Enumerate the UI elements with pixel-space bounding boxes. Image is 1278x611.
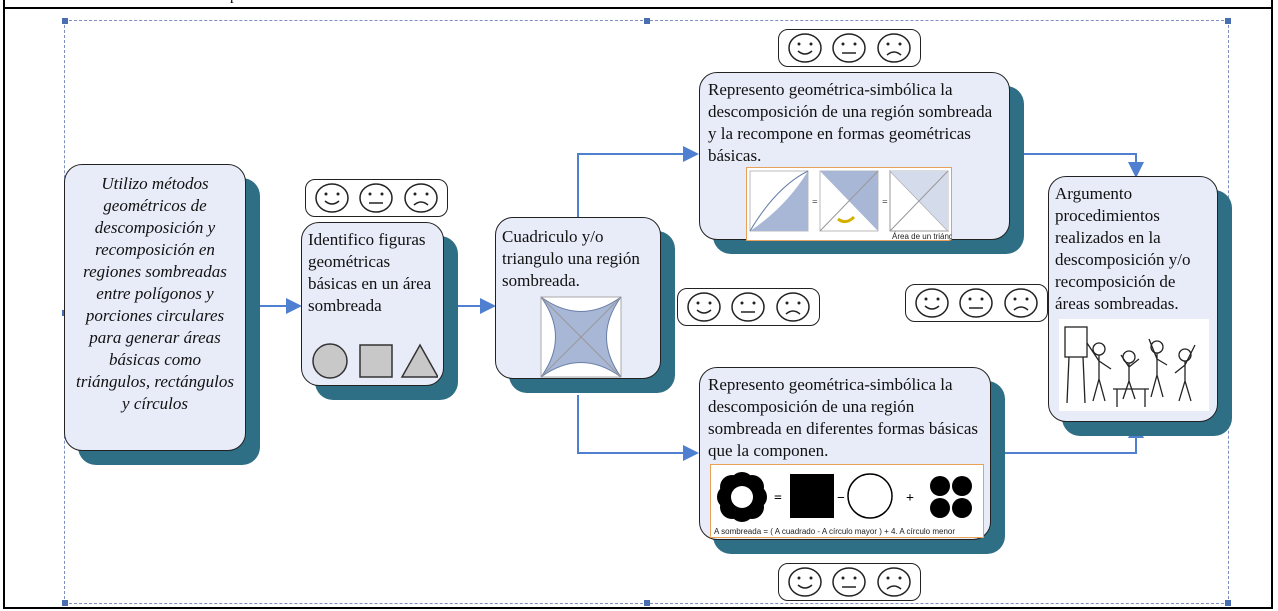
svg-text:=: = (882, 197, 888, 208)
rating-faces-identify[interactable] (305, 179, 448, 217)
top-branch-node[interactable]: Represento geométrica-simbólica la desco… (699, 72, 1010, 241)
shaded-region-figure (540, 296, 622, 378)
arrow-grid-to-bottom (577, 395, 699, 461)
circle-decomposition-caption: A sombreada = ( A cuadrado - A círculo m… (714, 527, 955, 536)
final-node[interactable]: Argumento procedimientos realizados en l… (1048, 176, 1218, 422)
neutral-face-icon[interactable] (729, 291, 767, 323)
sad-face-icon[interactable] (774, 291, 812, 323)
resize-handle-mr[interactable] (1225, 310, 1231, 316)
start-node-text: Utilizo métodos geométricos de descompos… (75, 174, 235, 413)
happy-face-icon[interactable] (786, 32, 824, 64)
happy-face-icon[interactable] (786, 566, 824, 598)
page-frame (3, 0, 1273, 609)
happy-face-icon[interactable] (685, 291, 723, 323)
bottom-branch-text: Represento geométrica-simbólica la desco… (708, 375, 978, 460)
rating-faces-top[interactable] (778, 29, 921, 67)
sad-face-icon[interactable] (1002, 287, 1040, 319)
top-branch-text: Represento geométrica-simbólica la desco… (708, 80, 993, 165)
neutral-face-icon[interactable] (357, 182, 395, 214)
start-node[interactable]: Utilizo métodos geométricos de descompos… (64, 164, 246, 451)
identify-node-text: Identifico figuras geométricas básicas e… (308, 230, 432, 315)
happy-face-icon[interactable] (313, 182, 351, 214)
resize-handle-br[interactable] (1225, 600, 1231, 606)
resize-handle-tr[interactable] (1225, 18, 1231, 24)
neutral-face-icon[interactable] (830, 32, 868, 64)
resize-handle-bl[interactable] (62, 600, 68, 606)
top-rule (3, 7, 1273, 9)
identify-node[interactable]: Identifico figuras geométricas básicas e… (301, 222, 444, 386)
arrow-top-to-final (1010, 153, 1144, 178)
arrow-grid-to-top (577, 146, 699, 217)
grid-node-text: Cuadriculo y/o triangulo una región somb… (502, 227, 640, 290)
circle-decomposition-figure: = − + A sombreada = ( A cuadrado - A cír… (710, 464, 984, 538)
svg-text:=: = (774, 491, 782, 506)
sad-face-icon[interactable] (402, 182, 440, 214)
sad-face-icon[interactable] (875, 566, 913, 598)
bottom-branch-node[interactable]: Represento geométrica-simbólica la desco… (699, 367, 991, 540)
classroom-illustration (1059, 319, 1209, 411)
grid-node[interactable]: Cuadriculo y/o triangulo una región somb… (495, 217, 661, 379)
neutral-face-icon[interactable] (957, 287, 995, 319)
neutral-face-icon[interactable] (830, 566, 868, 598)
resize-handle-bm[interactable] (644, 600, 650, 606)
header-fragment: p (230, 0, 238, 5)
rating-faces-bottom[interactable] (778, 563, 921, 601)
triangle-area-figure: = = Área de un triángulo (746, 167, 952, 241)
final-node-text: Argumento procedimientos realizados en l… (1055, 184, 1191, 313)
svg-text:=: = (812, 197, 818, 208)
triangle-area-caption: Área de un triángulo (892, 232, 952, 241)
svg-text:+: + (906, 491, 914, 506)
triangle-shape (400, 343, 438, 378)
circle-shape (312, 343, 348, 379)
square-shape (359, 344, 393, 378)
arrow-bottom-to-final (998, 422, 1144, 454)
rating-faces-grid[interactable] (677, 288, 820, 326)
resize-handle-tm[interactable] (644, 18, 650, 24)
resize-handle-tl[interactable] (62, 18, 68, 24)
sad-face-icon[interactable] (875, 32, 913, 64)
rating-faces-final[interactable] (905, 284, 1048, 322)
basic-shapes-figure (312, 343, 438, 379)
happy-face-icon[interactable] (913, 287, 951, 319)
svg-text:−: − (837, 491, 845, 506)
